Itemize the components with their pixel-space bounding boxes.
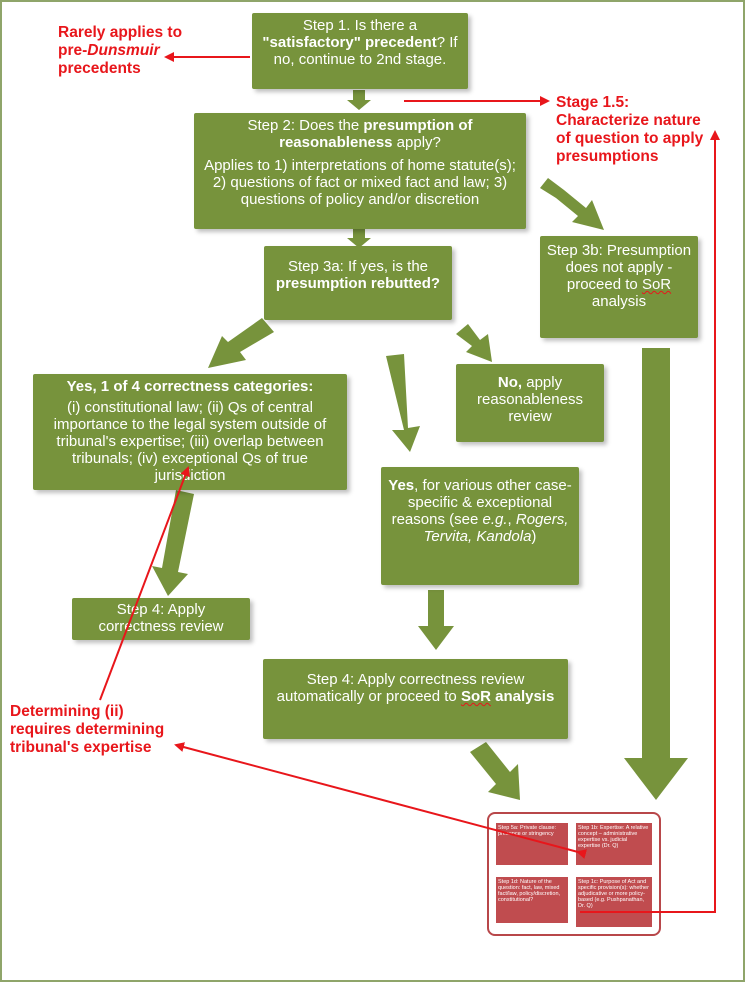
arrow-step3a-to-yes-other bbox=[386, 354, 420, 452]
annotation-stage-1-5: Stage 1.5: Characterize nature of questi… bbox=[556, 94, 742, 166]
determining-line1: Determining (ii) bbox=[10, 703, 124, 720]
step4-right-box: Step 4: Apply correctness review automat… bbox=[263, 659, 568, 739]
step3a-bold: presumption rebutted? bbox=[275, 275, 441, 292]
mini-cell-nature: Step 1d: Nature of the question: fact, l… bbox=[495, 876, 569, 924]
annotation-determining: Determining (ii) requires determining tr… bbox=[10, 703, 200, 757]
step3a-box: Step 3a: If yes, is the presumption rebu… bbox=[264, 246, 452, 320]
step3b-box: Step 3b: Presumption does not apply - pr… bbox=[540, 236, 698, 338]
yes-other-bold: Yes bbox=[388, 477, 415, 494]
rarely-line3: precedents bbox=[58, 60, 141, 77]
stage15-line2: Characterize nature bbox=[556, 112, 701, 129]
step2-post: apply? bbox=[392, 134, 441, 151]
yes-correctness-box: Yes, 1 of 4 correctness categories: (i) … bbox=[33, 374, 347, 490]
mini-cell-expertise: Step 1b: Expertise: A relative concept –… bbox=[575, 822, 653, 866]
step3b-sor: SoR bbox=[641, 276, 672, 293]
step2-box: Step 2: Does the presumption of reasonab… bbox=[194, 113, 526, 229]
yes-other-close: ) bbox=[531, 528, 537, 545]
rarely-line2-pre: pre- bbox=[58, 42, 88, 59]
step3a-pre: Step 3a: If yes, is the bbox=[287, 258, 429, 275]
no-bold: No, bbox=[497, 374, 523, 391]
arrow-step3b-to-mini bbox=[624, 348, 688, 800]
arrow-step4-to-mini bbox=[470, 742, 520, 800]
step4-left-box: Step 4: Apply correctness review bbox=[72, 598, 250, 640]
step4-right-sor: SoR bbox=[460, 688, 491, 705]
step1-bold: "satisfactory" precedent bbox=[262, 34, 437, 51]
arrow-step2-to-step3a bbox=[347, 228, 371, 248]
step1-box: Step 1. Is there a "satisfactory" preced… bbox=[252, 13, 468, 89]
stage15-line1: Stage 1.5: bbox=[556, 94, 630, 111]
step2-bold: presumption of reasonableness bbox=[279, 117, 473, 151]
yes-other-box: Yes, for various other case-specific & e… bbox=[381, 467, 579, 585]
mini-cell-private-clause: Step 5a: Private clause: presence or str… bbox=[495, 822, 569, 866]
step4-right-tail: analysis bbox=[490, 688, 555, 705]
yes-correctness-detail: (i) constitutional law; (ii) Qs of centr… bbox=[53, 399, 327, 484]
yes-correctness-bold: Yes bbox=[66, 378, 93, 395]
yes-other-cases: Rogers, Tervita, Kandola bbox=[423, 511, 569, 545]
step2-detail: Applies to 1) interpretations of home st… bbox=[204, 157, 516, 208]
arrow-step2-to-step3b bbox=[540, 178, 604, 230]
arrow-yes-to-step4-left bbox=[152, 490, 194, 596]
arrow-yes-other-to-step4-right bbox=[418, 590, 454, 650]
rarely-line2: pre-Dunsmuir bbox=[58, 42, 198, 60]
arrow-step3a-to-yes-correctness bbox=[208, 318, 274, 368]
no-text: apply reasonableness review bbox=[477, 374, 583, 425]
arrow-step3a-to-no bbox=[456, 324, 492, 362]
arrow-step1-to-step2 bbox=[347, 90, 371, 110]
stage15-line3: of question to apply bbox=[556, 130, 704, 147]
rarely-line1: Rarely applies to bbox=[58, 24, 183, 41]
determining-line2: requires determining bbox=[10, 721, 165, 738]
yes-other-eg: e.g. bbox=[482, 511, 508, 528]
yes-correctness-bold2: , 1 of 4 correctness categories: bbox=[92, 378, 314, 395]
step3b-tail: analysis bbox=[591, 293, 647, 310]
step2-pre: Step 2: Does the bbox=[247, 117, 364, 134]
mini-diagram: Step 5a: Private clause: presence or str… bbox=[487, 812, 661, 936]
determining-line3: tribunal's expertise bbox=[10, 739, 152, 756]
step1-pre: Step 1. Is there a bbox=[302, 17, 418, 34]
rarely-line2-italic: Dunsmuir bbox=[87, 42, 160, 59]
stage15-line4: presumptions bbox=[556, 148, 659, 165]
step4-left-text: Step 4: Apply correctness review bbox=[98, 601, 224, 635]
mini-cell-purpose: Step 1c: Purpose of Act and specific pro… bbox=[575, 876, 653, 928]
step1-post: ? If no, continue to 2nd stage. bbox=[273, 34, 458, 68]
annotation-rarely-applies: Rarely applies to pre-Dunsmuir precedent… bbox=[58, 24, 198, 78]
yes-correctness-heading: Yes, 1 of 4 correctness categories: bbox=[39, 378, 341, 395]
yes-other-text: , for various other case-specific & exce… bbox=[391, 477, 572, 528]
no-reasonableness-box: No, apply reasonableness review bbox=[456, 364, 604, 442]
step2-question: Step 2: Does the presumption of reasonab… bbox=[200, 117, 520, 151]
step4-right-text: Step 4: Apply correctness review automat… bbox=[276, 671, 525, 705]
